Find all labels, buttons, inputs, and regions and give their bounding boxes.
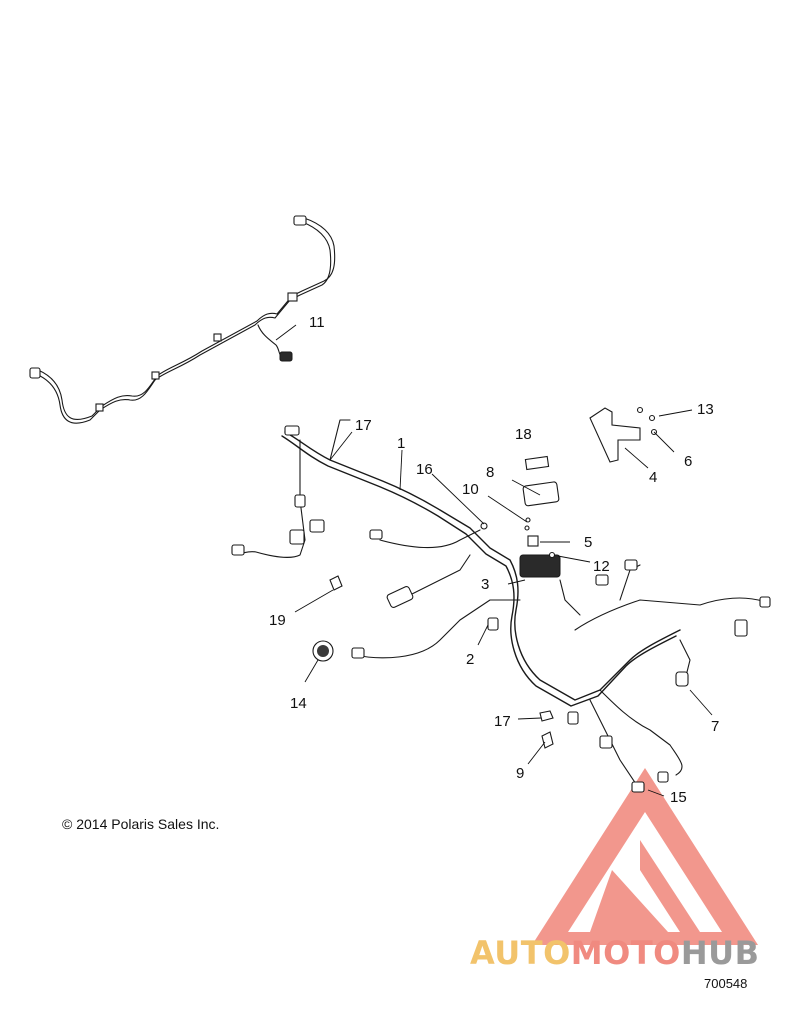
callout-8: 8 bbox=[486, 464, 494, 481]
callout-11: 11 bbox=[309, 314, 325, 331]
callout-16: 16 bbox=[416, 461, 433, 478]
callout-1: 1 bbox=[397, 435, 405, 452]
main-harness bbox=[231, 419, 771, 793]
callout-15: 15 bbox=[670, 789, 687, 806]
callout-6: 6 bbox=[684, 453, 692, 470]
watermark-wordmark: AUTOMOTOHUB bbox=[470, 934, 760, 972]
callout-13: 13 bbox=[697, 401, 714, 418]
callout-9: 9 bbox=[516, 765, 524, 782]
clip-part-2 bbox=[487, 617, 499, 631]
bracket-part-4 bbox=[589, 407, 641, 463]
fuse-box-part-8 bbox=[522, 481, 560, 507]
rear-harness bbox=[29, 215, 336, 424]
relay-part-5 bbox=[527, 535, 539, 547]
document-number: 700548 bbox=[704, 976, 748, 991]
callout-10: 10 bbox=[462, 481, 479, 498]
callout-2: 2 bbox=[466, 651, 474, 668]
grommet-part-14 bbox=[312, 640, 334, 662]
callout-19: 19 bbox=[269, 612, 286, 629]
watermark-logo-icon bbox=[532, 768, 758, 945]
clip-part-9 bbox=[541, 731, 554, 749]
leader-lines bbox=[275, 324, 713, 797]
watermark-auto: AUTO bbox=[470, 934, 571, 972]
clip-part-17b bbox=[539, 710, 554, 722]
callout-5: 5 bbox=[584, 534, 592, 551]
watermark-hub: HUB bbox=[680, 934, 760, 972]
callout-labels: 1 2 3 4 5 6 7 8 9 10 11 12 13 14 15 16 1… bbox=[269, 314, 719, 806]
watermark-moto: MOTO bbox=[570, 934, 681, 972]
clip-part-19 bbox=[329, 575, 343, 591]
callout-18: 18 bbox=[515, 426, 532, 443]
callout-17b: 17 bbox=[494, 713, 511, 730]
callout-7: 7 bbox=[711, 718, 719, 735]
label-part-18 bbox=[524, 455, 550, 471]
callout-12: 12 bbox=[593, 558, 610, 575]
callout-14: 14 bbox=[290, 695, 307, 712]
callout-4: 4 bbox=[649, 469, 657, 486]
callout-17: 17 bbox=[355, 417, 372, 434]
callout-3: 3 bbox=[481, 576, 489, 593]
copyright-text: © 2014 Polaris Sales Inc. bbox=[62, 816, 220, 832]
